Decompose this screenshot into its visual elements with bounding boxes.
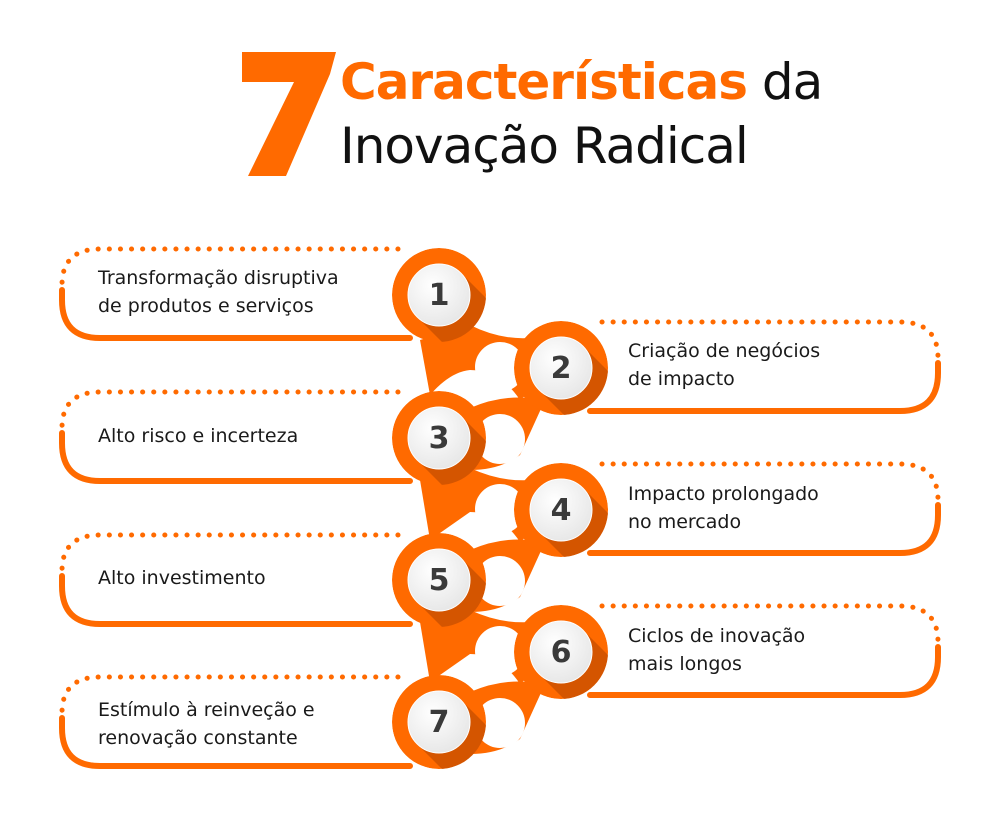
big-seven-numeral [242, 52, 336, 176]
item-1-label: Transformação disruptiva de produtos e s… [98, 264, 339, 320]
number-discs [407, 263, 593, 754]
item-3-number: 3 [428, 420, 450, 456]
item-2-label: Criação de negócios de impacto [628, 337, 820, 393]
item-1-number: 1 [428, 277, 450, 313]
item-2-line-1: Criação de negócios [628, 340, 821, 362]
infographic-title: Características da Inovação Radical [240, 48, 823, 188]
item-1-line-1: Transformação disruptiva [98, 267, 339, 289]
title-line1-rest: da [747, 53, 823, 111]
item-1-line-2: de produtos e serviços [98, 295, 314, 317]
item-6-line-2: mais longos [628, 653, 742, 675]
item-2-line-2: de impacto [628, 368, 735, 390]
item-box-outlines [59, 246, 941, 769]
title-line-2: Inovação Radical [340, 117, 749, 175]
item-6-label: Ciclos de inovação mais longos [628, 622, 805, 678]
item-6-line-1: Ciclos de inovação [628, 625, 806, 647]
item-2-number: 2 [550, 350, 572, 386]
connector-cutouts [475, 342, 525, 748]
item-3-line-1: Alto risco e incerteza [98, 425, 299, 447]
item-7-label: Estímulo à reinveção e renovação constan… [98, 696, 315, 752]
item-5-line-1: Alto investimento [98, 567, 266, 589]
title-highlight: Características [340, 53, 748, 111]
item-5-number: 5 [428, 562, 450, 598]
item-6-number: 6 [550, 634, 572, 670]
item-3-label: Alto risco e incerteza [98, 422, 298, 450]
item-5-label: Alto investimento [98, 564, 266, 592]
item-4-line-1: Impacto prolongado [628, 483, 819, 505]
item-7-number: 7 [428, 704, 450, 740]
item-4-number: 4 [550, 492, 572, 528]
item-7-line-2: renovação constante [98, 727, 298, 749]
item-4-line-2: no mercado [628, 511, 742, 533]
item-7-line-1: Estímulo à reinveção e [98, 699, 315, 721]
title-line-1: Características da [340, 52, 823, 112]
item-4-label: Impacto prolongado no mercado [628, 480, 819, 536]
